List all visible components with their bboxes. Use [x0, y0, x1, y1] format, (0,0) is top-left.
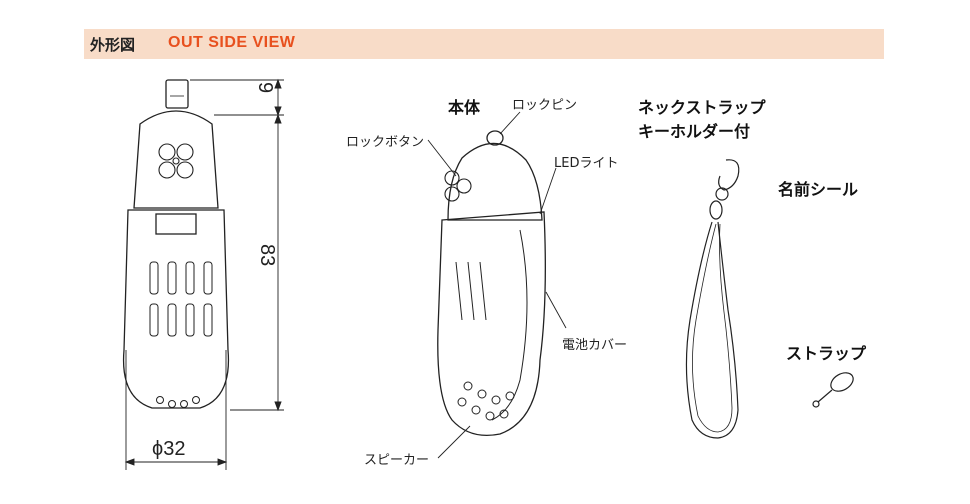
- header-title-jp: 外形図: [90, 36, 136, 54]
- strap-loop-outer: [685, 221, 739, 439]
- clover-icon: [158, 143, 194, 179]
- small-strap-loop: [830, 372, 854, 392]
- key-hook: [718, 159, 740, 191]
- name-seal-title: 名前シール: [778, 180, 859, 199]
- bottom-holes: [156, 396, 200, 408]
- neck-strap-title-1: ネックストラップ: [638, 98, 766, 117]
- strap-loop-inner: [692, 223, 733, 433]
- neck-strap-title-2: キーホルダー付: [638, 122, 751, 141]
- body-window: [155, 213, 197, 235]
- lock-pin-ring: [486, 130, 504, 146]
- dimension-top-label: 9: [254, 82, 276, 94]
- led-light-label: LEDライト: [554, 156, 619, 171]
- section-header: 外形図 OUT SIDE VIEW: [84, 29, 884, 59]
- side-top-cap: [447, 142, 543, 221]
- dimension-lines: [124, 78, 284, 470]
- dimension-diameter-label: ϕ32: [152, 438, 186, 460]
- lock-button-label: ロックボタン: [346, 135, 425, 150]
- side-slots: [455, 261, 487, 321]
- side-holes: [457, 381, 515, 421]
- battery-cover-label: 電池カバー: [562, 338, 628, 353]
- side-body-outline: [437, 211, 546, 437]
- leader-lines: [427, 111, 567, 459]
- header-title-en: OUT SIDE VIEW: [168, 34, 296, 51]
- lock-pin-shape: [165, 79, 189, 109]
- strap-title: ストラップ: [786, 344, 867, 363]
- lock-pin-label: ロックピン: [512, 98, 578, 113]
- speaker-slots: [149, 261, 213, 337]
- front-view: [122, 79, 230, 409]
- dimension-height-label: 83: [256, 244, 278, 267]
- strap-clip: [709, 200, 723, 220]
- top-cap: [133, 110, 219, 209]
- neck-strap-drawing: [685, 159, 740, 439]
- body-title: 本体: [448, 98, 481, 117]
- speaker-label: スピーカー: [364, 453, 430, 468]
- body-outline: [122, 209, 230, 409]
- body-side-view: [437, 130, 546, 437]
- small-strap-drawing: [812, 372, 854, 408]
